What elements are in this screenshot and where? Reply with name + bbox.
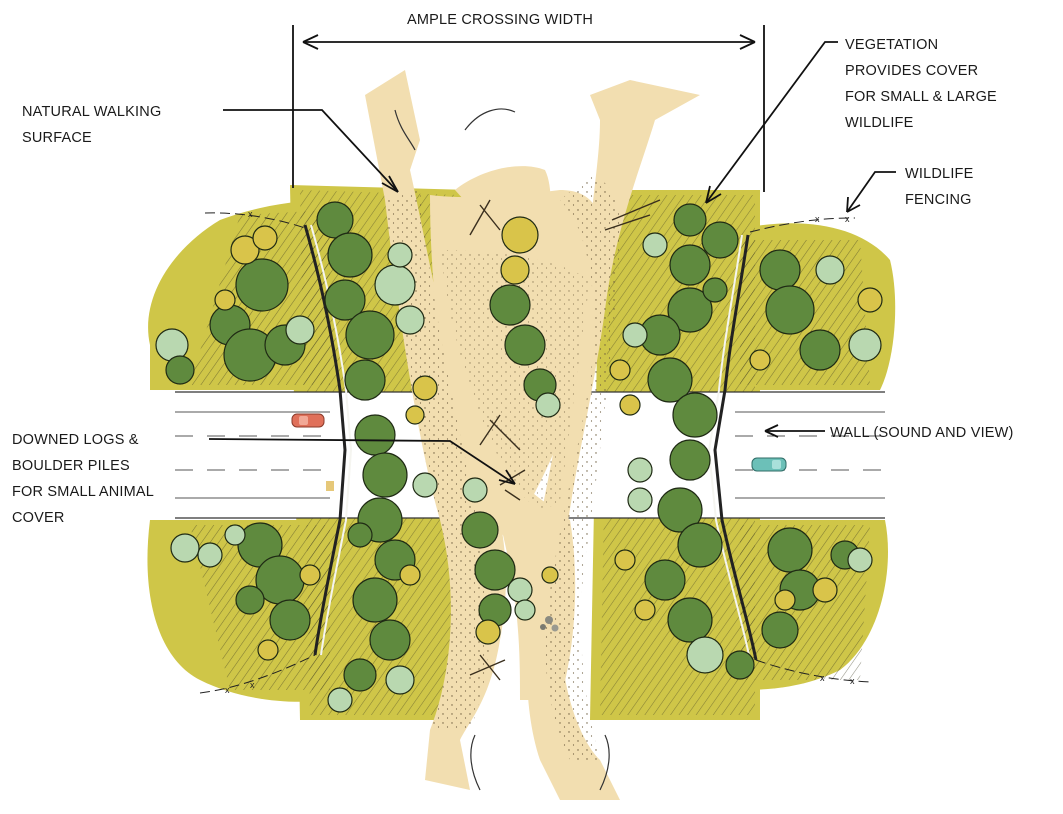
tree-canopy <box>328 233 372 277</box>
tree-canopy <box>674 204 706 236</box>
tree-canopy <box>703 278 727 302</box>
tree-canopy <box>620 395 640 415</box>
vegetation-label-line3: FOR SMALL & LARGE <box>845 89 997 105</box>
tree-canopy <box>476 620 500 644</box>
tree-canopy <box>346 311 394 359</box>
tree-canopy <box>236 586 264 614</box>
svg-text:x: x <box>248 209 253 219</box>
tree-canopy <box>760 250 800 290</box>
tree-canopy <box>270 600 310 640</box>
tree-canopy <box>623 323 647 347</box>
tree-canopy <box>215 290 235 310</box>
tree-canopy <box>813 578 837 602</box>
vegetation-label-line4: WILDLIFE <box>845 115 914 131</box>
tree-canopy <box>400 565 420 585</box>
tree-canopy <box>670 245 710 285</box>
tree-canopy <box>858 288 882 312</box>
tree-canopy <box>198 543 222 567</box>
tree-canopy <box>501 256 529 284</box>
tree-canopy <box>388 243 412 267</box>
logs-label-line1: DOWNED LOGS & <box>12 432 139 448</box>
tree-canopy <box>536 393 560 417</box>
tree-canopy <box>702 222 738 258</box>
svg-text:x: x <box>250 680 255 690</box>
svg-text:x: x <box>225 685 230 695</box>
fencing-label-line1: WILDLIFE <box>905 166 974 182</box>
tree-canopy <box>463 478 487 502</box>
tree-canopy <box>505 325 545 365</box>
logs-label-line4: COVER <box>12 510 65 526</box>
tree-canopy <box>628 458 652 482</box>
tree-canopy <box>386 666 414 694</box>
tree-canopy <box>849 329 881 361</box>
tree-canopy <box>668 598 712 642</box>
tree-canopy <box>766 286 814 334</box>
tree-canopy <box>171 534 199 562</box>
tree-canopy <box>355 415 395 455</box>
vegetation-label-line2: PROVIDES COVER <box>845 63 978 79</box>
tree-canopy <box>678 523 722 567</box>
tree-canopy <box>515 600 535 620</box>
red-car <box>292 414 324 427</box>
walking-surface-label-line1: NATURAL WALKING <box>22 104 161 120</box>
tree-canopy <box>848 548 872 572</box>
vegetation-label-line1: VEGETATION <box>845 37 938 53</box>
tree-canopy <box>225 525 245 545</box>
tree-canopy <box>628 488 652 512</box>
tree-canopy <box>490 285 530 325</box>
tree-canopy <box>726 651 754 679</box>
tree-canopy <box>643 233 667 257</box>
tree-canopy <box>768 528 812 572</box>
tree-canopy <box>258 640 278 660</box>
tree-canopy <box>816 256 844 284</box>
tree-canopy <box>750 350 770 370</box>
tree-canopy <box>615 550 635 570</box>
tree-canopy <box>353 578 397 622</box>
tree-canopy <box>645 560 685 600</box>
tree-canopy <box>253 226 277 250</box>
svg-text:x: x <box>850 676 855 686</box>
logs-label-line3: FOR SMALL ANIMAL <box>12 484 154 500</box>
tree-canopy <box>775 590 795 610</box>
teal-car <box>752 458 786 471</box>
tree-canopy <box>542 567 558 583</box>
fencing-label-line2: FENCING <box>905 192 972 208</box>
road-marker <box>326 481 334 491</box>
tree-canopy <box>406 406 424 424</box>
tree-canopy <box>687 637 723 673</box>
tree-canopy <box>762 612 798 648</box>
tree-canopy <box>502 217 538 253</box>
tree-canopy <box>286 316 314 344</box>
tree-canopy <box>800 330 840 370</box>
tree-canopy <box>413 473 437 497</box>
tree-canopy <box>236 259 288 311</box>
tree-canopy <box>462 512 498 548</box>
logs-label-line2: BOULDER PILES <box>12 458 130 474</box>
tree-canopy <box>328 688 352 712</box>
tree-canopy <box>300 565 320 585</box>
tree-canopy <box>610 360 630 380</box>
tree-canopy <box>673 393 717 437</box>
tree-canopy <box>345 360 385 400</box>
svg-text:x: x <box>820 673 825 683</box>
tree-canopy <box>635 600 655 620</box>
tree-canopy <box>396 306 424 334</box>
tree-canopy <box>363 453 407 497</box>
tree-canopy <box>508 578 532 602</box>
crossing-width-label: AMPLE CROSSING WIDTH <box>407 12 593 28</box>
wall-label: WALL (SOUND AND VIEW) <box>830 425 1014 441</box>
svg-text:x: x <box>845 214 850 224</box>
tree-canopy <box>370 620 410 660</box>
tree-canopy <box>166 356 194 384</box>
walking-surface-label-line2: SURFACE <box>22 130 92 146</box>
svg-text:x: x <box>815 214 820 224</box>
tree-canopy <box>344 659 376 691</box>
tree-canopy <box>375 265 415 305</box>
tree-canopy <box>348 523 372 547</box>
tree-canopy <box>413 376 437 400</box>
tree-canopy <box>670 440 710 480</box>
